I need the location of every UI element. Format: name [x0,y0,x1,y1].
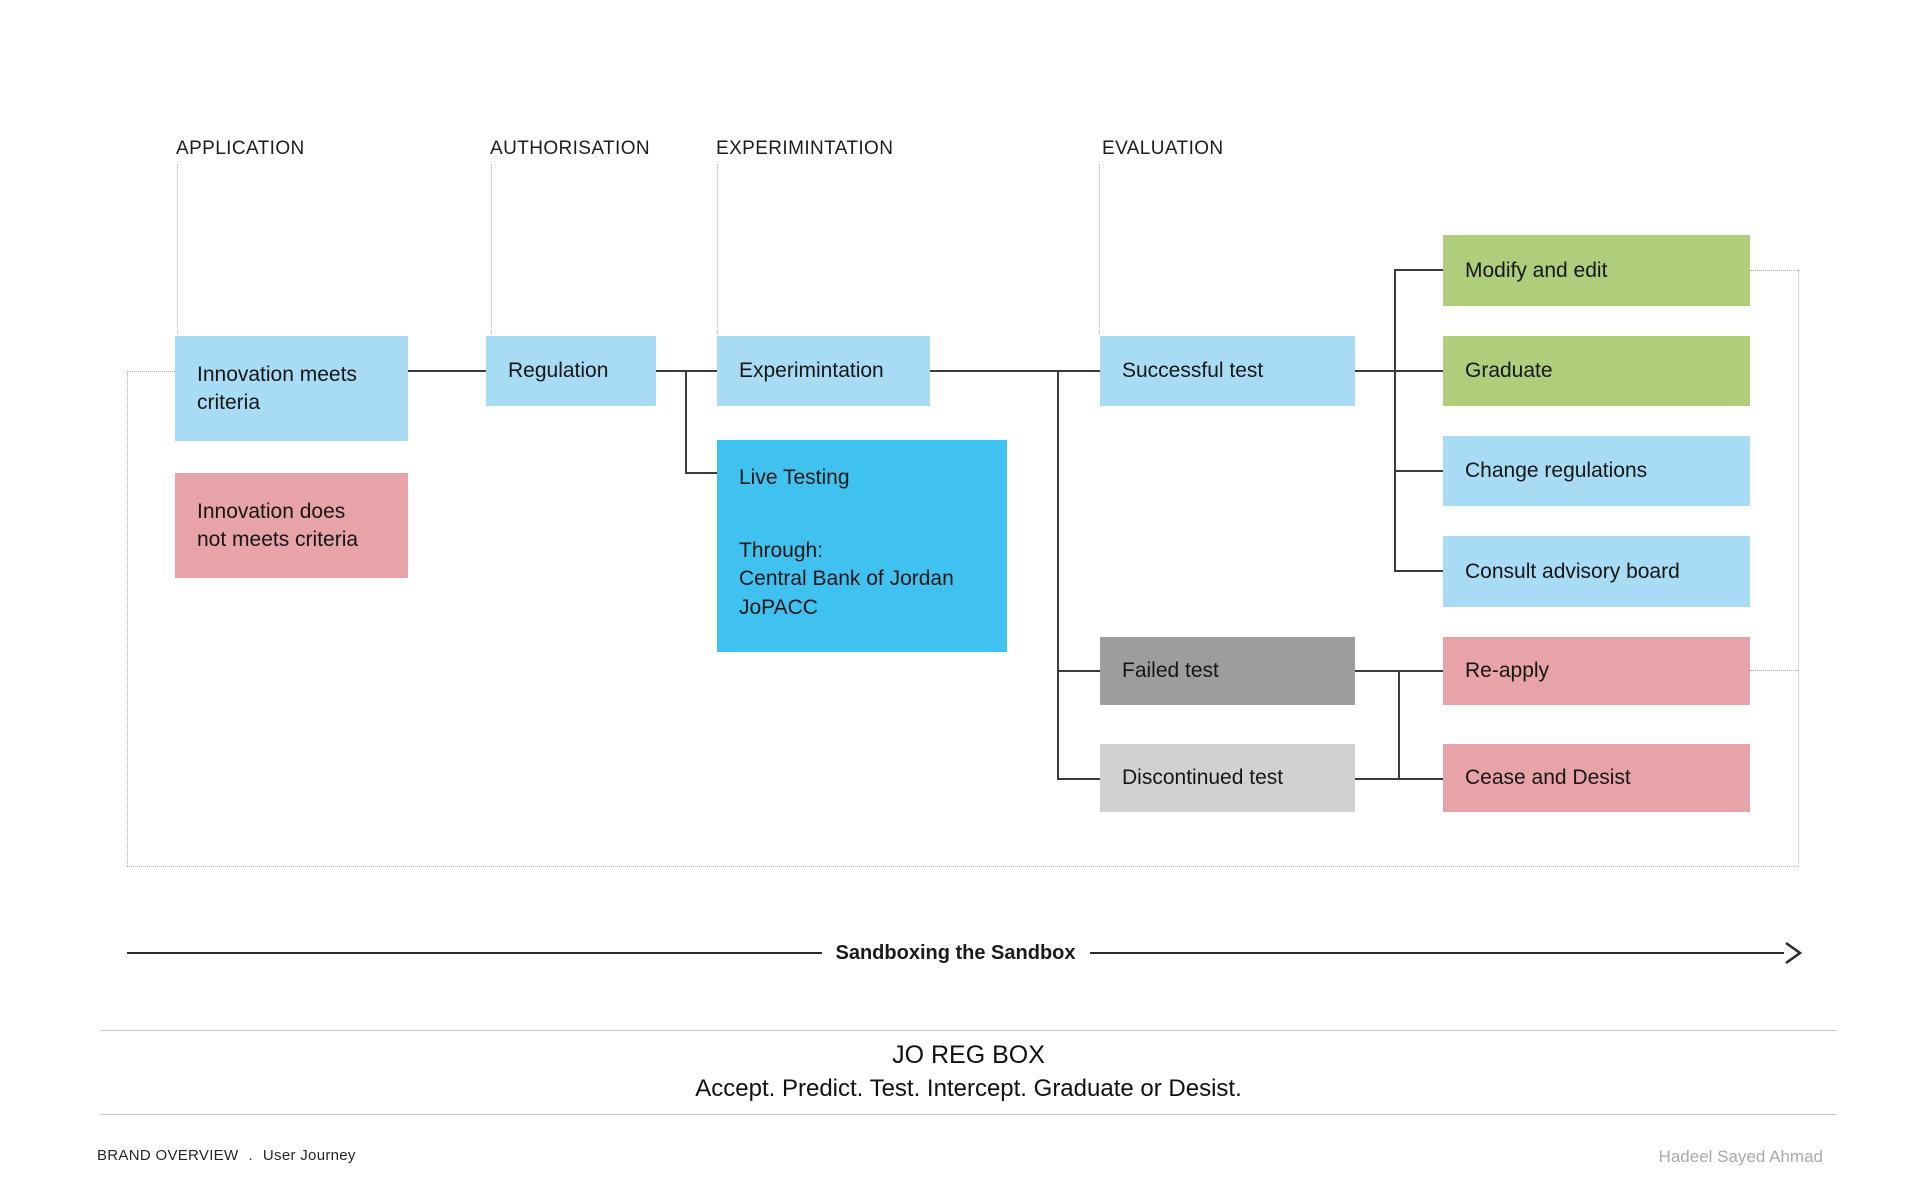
brand-separator: . [248,1147,253,1164]
node-cease-and-desist: Cease and Desist [1443,744,1750,812]
live-testing-org-jopacc: JoPACC [739,595,818,619]
column-guide-authorisation [491,164,492,334]
live-testing-title: Live Testing [739,466,850,489]
footer-title: JO REG BOX [892,1041,1045,1069]
column-guide-evaluation [1099,164,1100,334]
node-change-regulations: Change regulations [1443,436,1750,506]
node-label: Discontinued test [1122,766,1284,790]
footer-tagline: Accept. Predict. Test. Intercept. Gradua… [695,1075,1242,1102]
node-label: Regulation [508,359,609,383]
brand-overview-label: BRAND OVERVIEW [97,1147,239,1164]
connector-meets-to-regulation [408,370,486,372]
node-live-testing: Live Testing Through: Central Bank of Jo… [717,440,1007,652]
connector-successful-to-graduate [1355,370,1443,372]
connector-outcome-trunk [1394,269,1396,572]
node-modify-and-edit: Modify and edit [1443,235,1750,306]
node-label: Graduate [1465,359,1553,383]
connector-to-discontinued [1057,778,1100,780]
dotted-border-bottom [127,866,1798,867]
node-innovation-does-not-meet-criteria: Innovation does not meets criteria [175,473,408,578]
sandboxing-arrow: Sandboxing the Sandbox [127,941,1804,965]
node-label: Re-apply [1465,659,1550,683]
arrow-line-left [127,951,822,955]
node-label: Successful test [1122,359,1264,383]
node-discontinued-test: Discontinued test [1100,744,1355,812]
connector-to-failed [1057,670,1100,672]
dotted-stub-reapply [1750,670,1798,671]
dotted-border-right [1798,270,1799,866]
column-guide-experimintation [717,164,718,334]
node-consult-advisory-board: Consult advisory board [1443,536,1750,607]
column-guide-application [177,164,178,334]
node-innovation-meets-criteria: Innovation meets criteria [175,336,408,441]
node-experimintation: Experimintation [717,336,930,406]
footer-rule-top [100,1030,1837,1031]
connector-to-live-testing [685,472,717,474]
node-label: Change regulations [1465,459,1648,483]
footer-rule-bottom [100,1114,1837,1115]
live-testing-org-central-bank: Central Bank of Jordan [739,567,954,591]
node-re-apply: Re-apply [1443,637,1750,705]
node-successful-test: Successful test [1100,336,1355,406]
column-header-evaluation: EVALUATION [1102,138,1224,159]
connector-experimintation-to-successful [930,370,1100,372]
arrow-head-icon [1782,940,1804,966]
node-graduate: Graduate [1443,336,1750,406]
dotted-stub-modify [1750,270,1798,271]
user-journey-label: User Journey [262,1147,356,1164]
column-header-application: APPLICATION [176,138,305,159]
node-failed-test: Failed test [1100,637,1355,705]
connector-to-modify [1394,269,1443,271]
connector-to-change-regulations [1394,470,1443,472]
column-header-experimintation: EXPERIMINTATION [716,138,894,159]
live-testing-through: Through: [739,538,824,562]
node-label: Cease and Desist [1465,766,1631,790]
arrow-label: Sandboxing the Sandbox [835,941,1076,964]
bottom-left-label: BRAND OVERVIEW. User Journey [97,1147,356,1164]
dotted-border-left [127,371,128,866]
dotted-border-top-stub [127,371,175,372]
connector-regulation-drop [685,370,687,474]
node-label: Innovation does not meets criteria [197,499,359,551]
connector-evaluation-trunk [1057,370,1059,780]
connector-to-consult-board [1394,570,1443,572]
node-label: Experimintation [739,359,884,383]
node-label: Modify and edit [1465,258,1608,282]
arrow-line-right [1089,951,1785,955]
node-label: Failed test [1122,659,1219,683]
author-credit: Hadeel Sayed Ahmad [1658,1147,1823,1166]
column-header-authorisation: AUTHORISATION [490,138,651,159]
connector-failed-discontinued-link [1398,670,1400,780]
node-regulation: Regulation [486,336,656,406]
connector-discontinued-to-cease [1355,778,1443,780]
node-label: Innovation meets criteria [197,362,357,414]
node-label: Consult advisory board [1465,559,1680,583]
